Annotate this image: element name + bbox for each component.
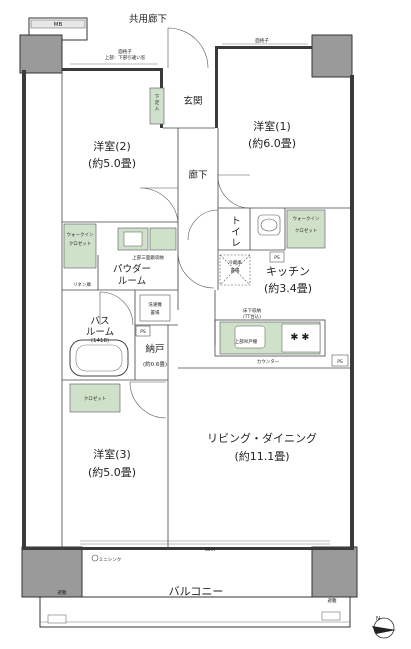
svg-text:ウォークイン: ウォークイン	[67, 231, 94, 238]
door-room2	[139, 187, 179, 223]
toilet-bowl	[260, 218, 278, 232]
mb-label: MB	[54, 22, 63, 28]
top-cabinet-label: 上部吊戸棚	[235, 338, 258, 345]
svg-text:入: 入	[155, 107, 160, 112]
wall-top-right	[218, 46, 312, 49]
wall-entrance-right	[215, 46, 218, 128]
sash-left-label-2: 上部：下部引違い窓	[105, 54, 146, 61]
counter-label: カウンター	[257, 358, 280, 365]
room1-name: 洋室(1)	[253, 119, 291, 133]
svg-text:クロゼット: クロゼット	[69, 240, 92, 247]
ps-box-1	[269, 251, 285, 263]
powder-name-1: パウダー	[113, 263, 151, 275]
north-arrow-icon	[372, 626, 396, 634]
door-toilet	[187, 209, 219, 241]
living-name: リビング・ダイニング	[207, 431, 317, 445]
washer-area	[139, 294, 171, 322]
room2-name: 洋室(2)	[93, 139, 131, 153]
pillar-bottom-right	[311, 546, 358, 598]
fridge-label-2: 置場	[231, 267, 240, 274]
entrance-label: 玄関	[183, 95, 202, 107]
svg-text:避難: 避難	[328, 597, 337, 604]
svg-text:クロゼット: クロゼット	[84, 395, 107, 402]
svg-text:クロゼット: クロゼット	[295, 227, 318, 234]
ps-box-2	[135, 325, 151, 337]
living-size: (約11.1畳)	[234, 449, 289, 463]
door-room1	[217, 174, 251, 209]
wall-left	[22, 70, 26, 550]
corridor-label: 共用廊下	[129, 13, 167, 25]
svg-text:下: 下	[155, 94, 160, 100]
svg-text:PS: PS	[274, 255, 280, 261]
wall-right	[350, 75, 354, 550]
floor-storage-label-1: 床下収納	[243, 307, 261, 314]
svg-text:避難: 避難	[58, 589, 67, 596]
bath-tub	[69, 339, 129, 377]
north-label: N	[376, 616, 380, 622]
ps-box-3	[331, 354, 349, 367]
room3-size: (約5.0畳)	[88, 465, 136, 479]
nando-name: 納戸	[145, 343, 164, 355]
bath-size: (1418)	[91, 338, 109, 344]
walkin-closet-left	[63, 223, 97, 269]
balcony-label: バルコニー	[169, 585, 224, 598]
bath-name-2: ルーム	[86, 327, 114, 338]
door-room3	[129, 381, 167, 419]
kitchen-size: (約3.4畳)	[264, 281, 312, 295]
toilet-label-2: イ	[231, 227, 241, 238]
mb-box-inner	[30, 19, 86, 29]
nando-size: (約0.6畳)	[143, 360, 167, 368]
room3-name: 洋室(3)	[93, 447, 131, 461]
svg-text:PS: PS	[140, 329, 146, 335]
svg-text:PS: PS	[337, 359, 343, 365]
entrance-door	[167, 27, 209, 69]
shoe-box	[149, 87, 165, 125]
balcony-outline	[39, 596, 351, 628]
floor-storage-label-2: (TT台込)	[243, 313, 261, 320]
kitchen-name: キッチン	[266, 265, 310, 278]
door-powder	[177, 251, 215, 289]
pillar-top-right	[311, 34, 353, 78]
powder-counter	[149, 227, 177, 251]
walkin-closet-right	[286, 209, 326, 249]
fridge-label-1: 冷蔵庫	[228, 259, 242, 266]
wall-bottom	[26, 547, 350, 550]
closet-3	[69, 383, 121, 413]
room2-size: (約5.0畳)	[88, 156, 136, 170]
bath-name-1: バス	[90, 316, 109, 327]
pillar-top-left	[19, 34, 63, 74]
evac-hatch-left	[47, 614, 67, 624]
fridge-area	[219, 254, 251, 286]
svg-text:ウォークイン: ウォークイン	[293, 215, 320, 222]
washer-label-2: 置場	[151, 309, 160, 316]
stove-icon: ✱ ✱	[291, 332, 310, 343]
pillar-bottom-left	[21, 546, 83, 598]
toilet-label-1: ト	[231, 216, 241, 227]
washer-label-1: 洗濯機	[148, 301, 162, 308]
mini-sink-icon	[91, 554, 99, 562]
sash-right-label: 面格子	[255, 37, 269, 44]
wall-top-left	[62, 68, 162, 71]
sash-left-label-1: 面格子	[118, 48, 132, 55]
wax-label: WAX	[205, 547, 215, 553]
evac-hatch-right	[321, 611, 341, 621]
hallway-label: 廊下	[188, 169, 207, 181]
powder-name-2: ルーム	[118, 276, 146, 287]
room1-size: (約6.0畳)	[248, 136, 296, 150]
toilet-label-3: レ	[231, 238, 241, 249]
svg-text:足: 足	[155, 100, 160, 106]
mini-sink-label: ミニシンク	[99, 557, 122, 563]
linen-label: リネン庫	[73, 281, 91, 288]
powder-storage-label: 上部三面鏡収納	[132, 254, 164, 261]
door-bath	[99, 291, 134, 326]
